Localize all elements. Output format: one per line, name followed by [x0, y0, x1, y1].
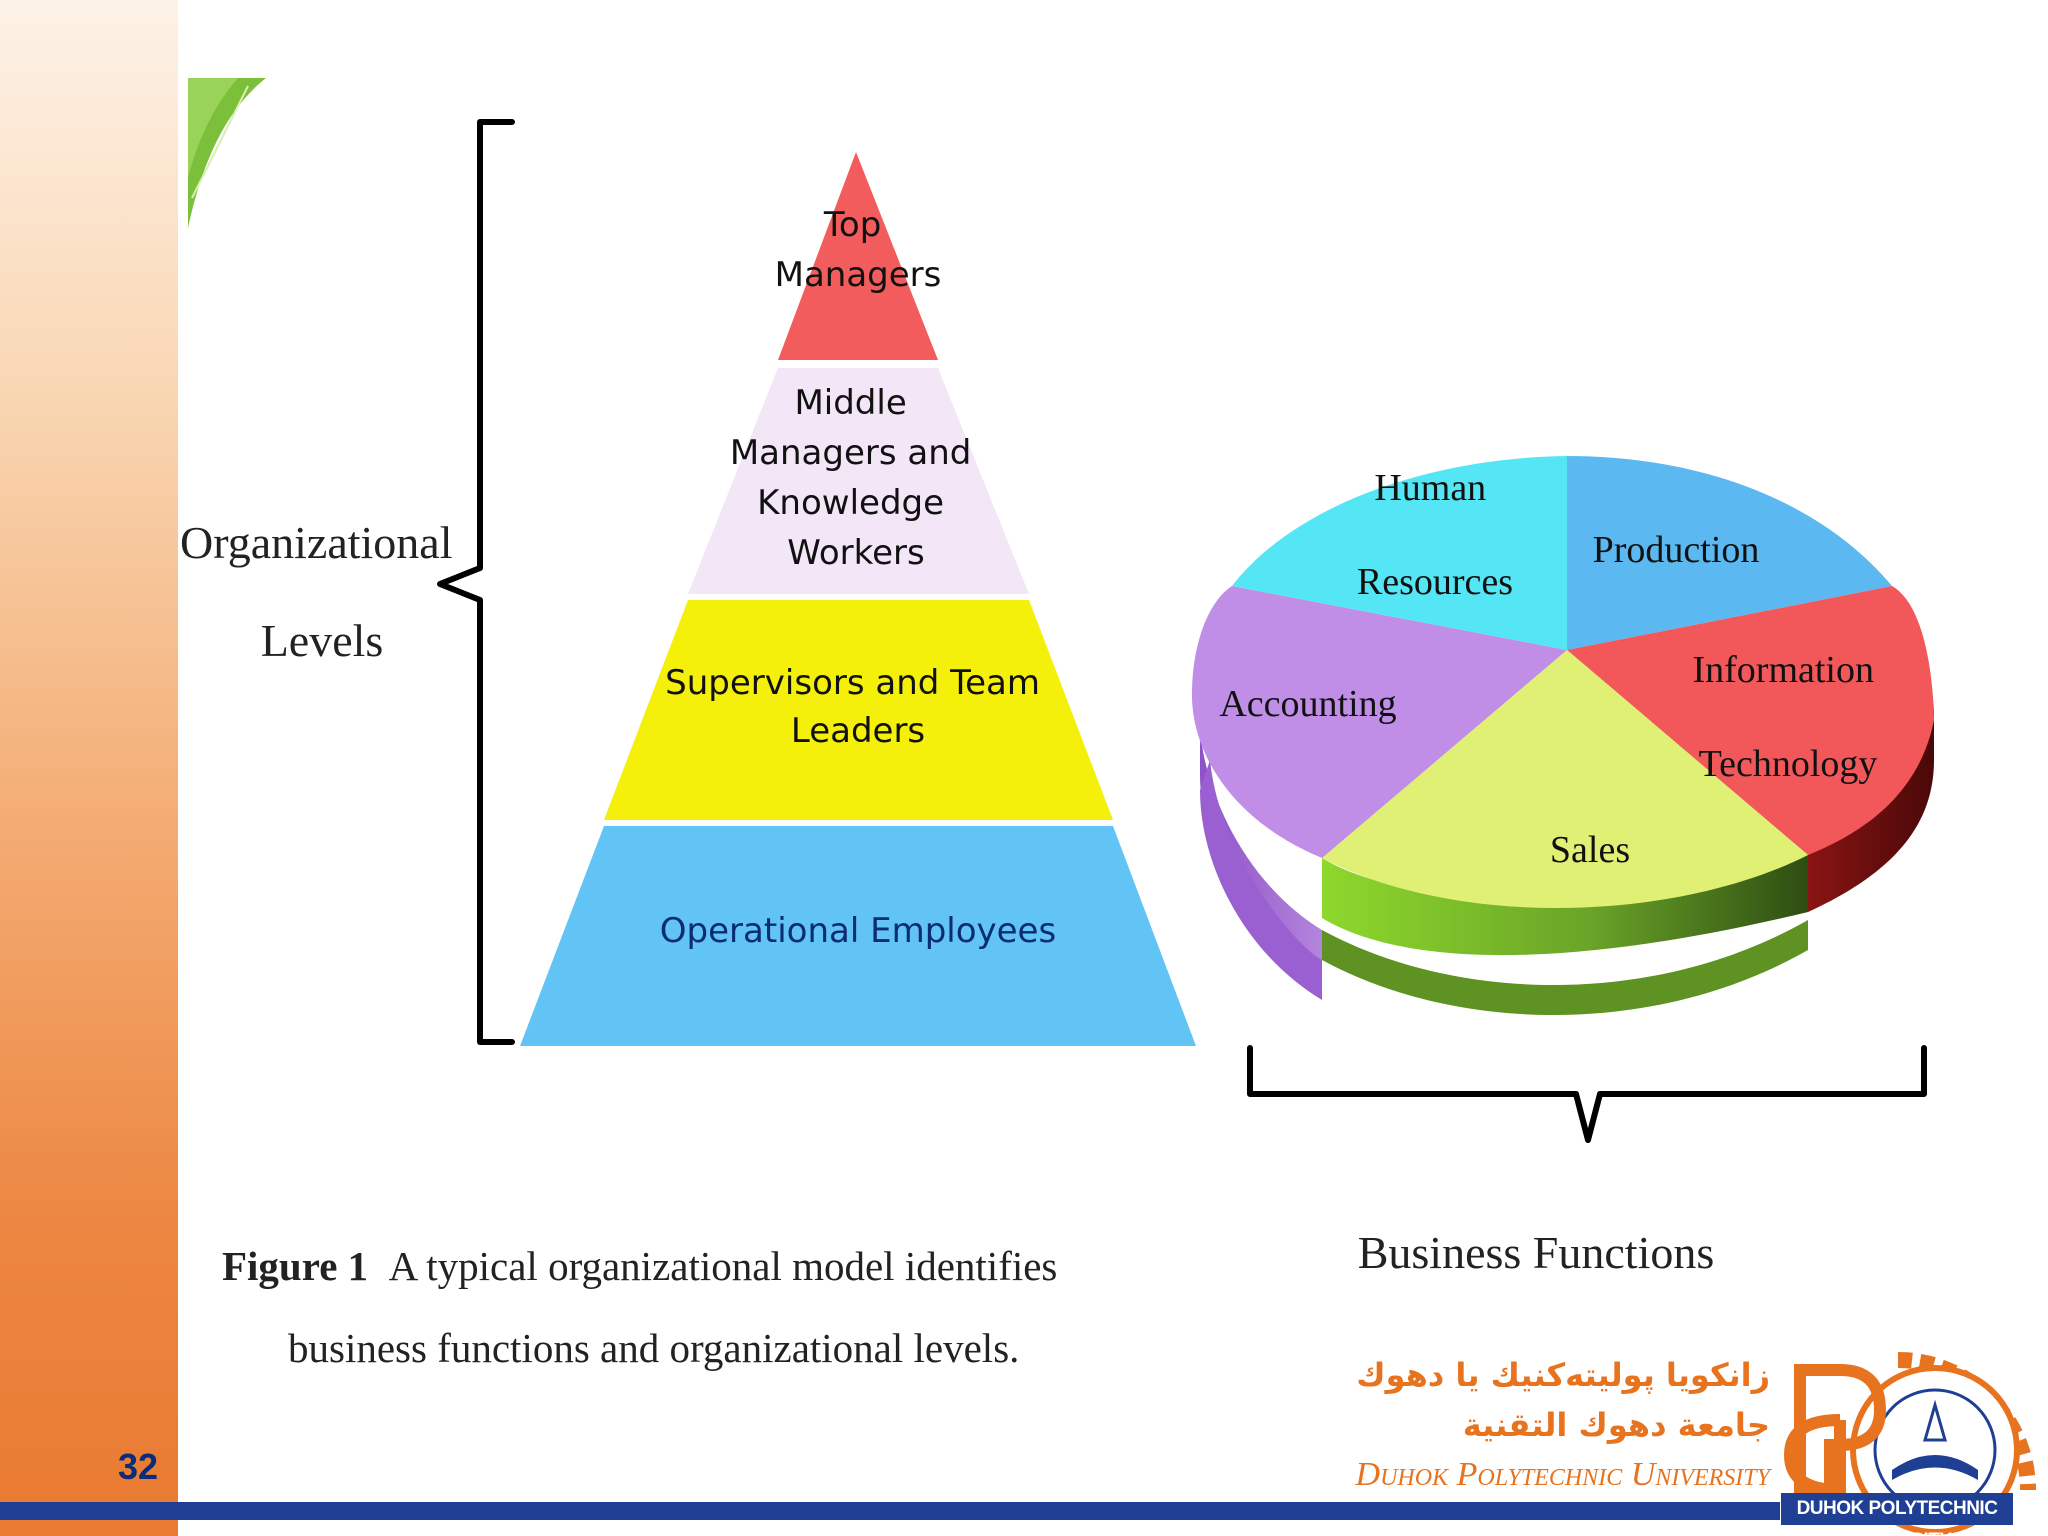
pie-slice-production: [1567, 456, 1892, 650]
university-name-block: زانكويا پوليتەكنيك يا دهوك جامعة دهوك ال…: [1170, 1350, 1770, 1500]
university-logo-icon: [1783, 1352, 2036, 1535]
pyramid-label-operational: Operational Employees: [660, 911, 1056, 951]
business-functions-label: Business Functions: [1358, 1227, 1715, 1278]
pie-slice-sales: [1322, 650, 1808, 908]
caption-line-2: business functions and organizational le…: [288, 1325, 1020, 1371]
pie-side-accounting: [1200, 720, 1322, 985]
left-accent-band: [0, 0, 178, 1536]
organizational-levels-label: Organizational Levels: [180, 517, 464, 666]
pie-slice-accounting: [1191, 586, 1567, 858]
caption-line-1: Figure 1 A typical organizational model …: [222, 1225, 1222, 1307]
university-name-arabic: جامعة دهوك التقنية: [1462, 1406, 1770, 1444]
pyramid-label-middle-managers: Middle Managers and Knowledge Workers: [730, 383, 982, 573]
pie-label-accounting: Accounting: [1219, 683, 1396, 725]
pyramid-level-top-managers: [778, 152, 938, 360]
pie-label-information-technology: Information Technology: [1692, 649, 1883, 785]
pyramid-level-operational: [520, 826, 1196, 1046]
pyramid-label-top-managers: Top Managers: [775, 205, 942, 295]
bottom-navy-bar: [0, 1502, 1780, 1520]
pyramid-level-middle-managers: [688, 368, 1029, 594]
business-functions-brace: [1247, 1045, 1927, 1143]
pie-slice-human-resources: [1232, 456, 1567, 650]
pie-slice-information-technology: [1567, 586, 1934, 855]
university-name-english: Duhok Polytechnic University: [1355, 1456, 1770, 1493]
pyramid-level-supervisors: [604, 600, 1113, 820]
pyramid-label-supervisors: Supervisors and Team Leaders: [665, 663, 1051, 751]
figure-label: Figure 1: [222, 1243, 369, 1289]
pie-label-human-resources: Human Resources: [1357, 467, 1513, 603]
university-badge-label: DUHOK POLYTECHNIC UNIVERSITY: [1781, 1493, 2013, 1536]
leaf-decoration-icon: [188, 78, 266, 228]
caption-text-1: A typical organizational model identifie…: [388, 1243, 1058, 1289]
figure-caption: Figure 1 A typical organizational model …: [222, 1225, 1222, 1389]
slide-number: 32: [118, 1446, 159, 1487]
pie-label-production: Production: [1593, 529, 1760, 571]
pie-side-information-technology: [1808, 700, 1934, 912]
organizational-levels-brace: [437, 119, 515, 1045]
university-name-kurdish: زانكويا پوليتەكنيك يا دهوك: [1356, 1356, 1770, 1394]
pie-label-sales: Sales: [1550, 829, 1630, 871]
